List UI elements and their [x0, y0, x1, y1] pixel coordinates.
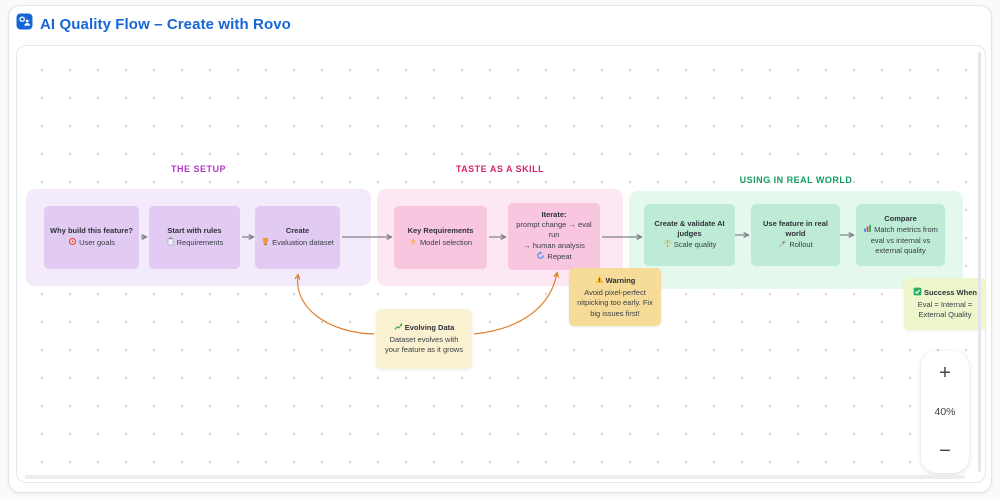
target-icon — [68, 237, 77, 249]
lightning-icon — [409, 237, 418, 249]
box-subtitle: Evaluation dataset — [272, 238, 334, 248]
box-line: prompt change → eval run — [513, 220, 595, 240]
flow-box-why-build[interactable]: Why build this feature? User goals — [44, 206, 139, 269]
whiteboard-icon — [16, 13, 33, 35]
warning-icon — [595, 275, 604, 288]
box-subtitle: Repeat — [547, 252, 571, 262]
flow-box-create-eval-dataset[interactable]: Create Evaluation dataset — [255, 206, 340, 269]
flow-box-use-feature[interactable]: Use feature in real world Rollout — [751, 204, 840, 266]
note-title: Evolving Data — [405, 323, 455, 334]
flow-box-compare[interactable]: Compare Match metrics from eval vs inter… — [856, 204, 945, 266]
bar-chart-icon — [863, 224, 872, 236]
box-subtitle: Rollout — [789, 240, 812, 250]
box-subtitle: Match metrics from eval vs internal vs e… — [871, 225, 938, 255]
group-label-the-setup: THE SETUP — [26, 164, 371, 174]
zoom-level: 40% — [934, 406, 955, 418]
note-body: Eval = Internal = External Quality — [910, 300, 980, 321]
vertical-scrollbar[interactable] — [978, 52, 981, 472]
zoom-in-button[interactable]: + — [933, 361, 957, 385]
flow-box-key-requirements[interactable]: Key Requirements Model selection — [394, 206, 487, 269]
page-title: AI Quality Flow – Create with Rovo — [40, 16, 291, 33]
zoom-control: + 40% − — [921, 351, 969, 473]
group-label-taste-as-a-skill: TASTE AS A SKILL — [377, 164, 623, 174]
note-body: Dataset evolves with your feature as it … — [382, 335, 466, 356]
group-label-using-in-real-world: USING IN REAL WORLD — [629, 175, 963, 185]
trophy-icon — [261, 237, 270, 249]
note-success-when[interactable]: Success When Eval = Internal = External … — [904, 278, 986, 330]
flow-box-ai-judges[interactable]: Create & validate AI judges Scale qualit… — [644, 204, 735, 266]
box-title: Why build this feature? — [50, 226, 133, 236]
header: AI Quality Flow – Create with Rovo — [16, 12, 291, 36]
repeat-icon — [536, 251, 545, 263]
note-title: Success When — [924, 288, 977, 299]
box-title: Iterate: — [541, 210, 566, 220]
box-title: Key Requirements — [408, 226, 474, 236]
note-title: Warning — [606, 276, 636, 287]
flow-box-iterate[interactable]: Iterate: prompt change → eval run → huma… — [508, 203, 600, 270]
box-subtitle: Requirements — [177, 238, 224, 248]
box-title: Create — [286, 226, 309, 236]
zoom-out-button[interactable]: − — [933, 439, 957, 463]
scales-icon — [663, 239, 672, 251]
clipboard-icon — [166, 237, 175, 249]
flow-box-start-with-rules[interactable]: Start with rules Requirements — [149, 206, 240, 269]
box-title: Use feature in real world — [756, 219, 835, 239]
note-body: Avoid pixel-perfect nitpicking too early… — [575, 288, 655, 320]
box-subtitle: User goals — [79, 238, 115, 248]
horizontal-scrollbar[interactable] — [25, 475, 965, 479]
whiteboard-canvas[interactable]: THE SETUP TASTE AS A SKILL USING IN REAL… — [16, 45, 986, 483]
box-subtitle: Scale quality — [674, 240, 717, 250]
note-warning[interactable]: Warning Avoid pixel-perfect nitpicking t… — [569, 268, 661, 326]
check-icon — [913, 287, 922, 300]
chart-up-icon — [394, 322, 403, 335]
box-line: → human analysis — [523, 241, 585, 251]
box-title: Start with rules — [167, 226, 221, 236]
box-title: Compare — [884, 214, 917, 224]
box-title: Create & validate AI judges — [649, 219, 730, 239]
note-evolving-data[interactable]: Evolving Data Dataset evolves with your … — [376, 309, 472, 369]
rocket-icon — [778, 239, 787, 251]
box-subtitle: Model selection — [420, 238, 472, 248]
